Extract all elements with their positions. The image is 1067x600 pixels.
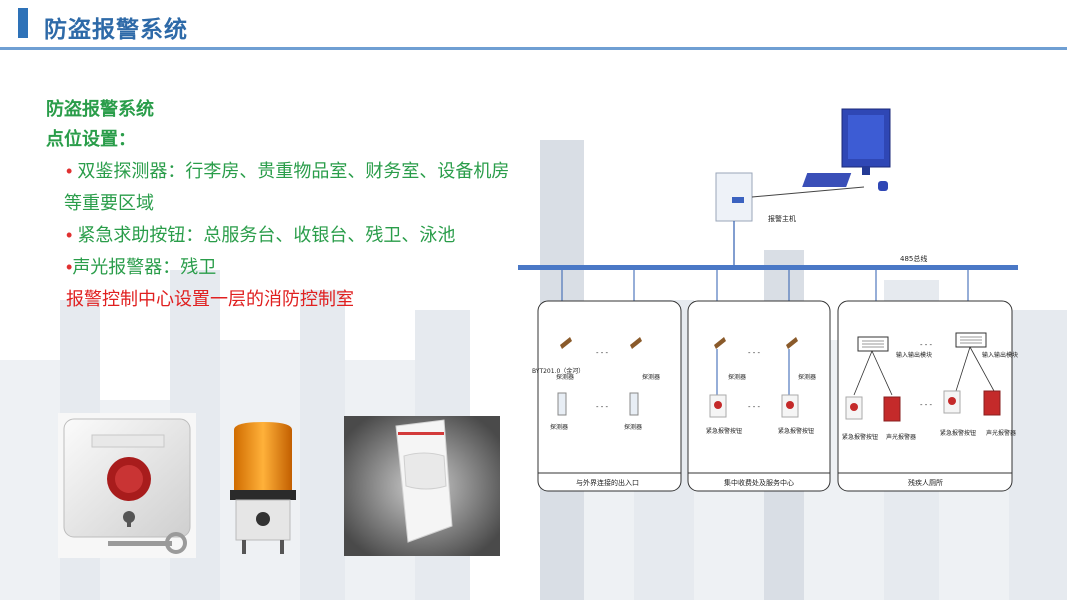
computer-monitor-icon — [802, 108, 891, 191]
dots: - - - — [748, 403, 761, 411]
module-label: 输入输出模块 — [896, 351, 932, 359]
page-title: 防盗报警系统 — [44, 16, 188, 42]
slide-header: 防盗报警系统 — [0, 0, 1067, 52]
dots: - - - — [596, 349, 609, 357]
alarm-host-icon — [715, 172, 865, 222]
detector-label: 探测器 — [728, 373, 746, 381]
dots: - - - — [920, 341, 933, 349]
button-label: 紧急报警按钮 — [706, 427, 742, 435]
content-title: 防盗报警系统 — [46, 99, 154, 119]
zone-box — [537, 300, 682, 492]
bullet: • — [66, 257, 73, 277]
detector-label: 探测器 — [798, 373, 816, 381]
unit-label: 探测器 — [550, 423, 568, 431]
zone-box — [687, 300, 831, 492]
bus-label: 485总线 — [900, 254, 927, 263]
button-label: 紧急报警按钮 — [940, 429, 976, 437]
list-item: • 双鉴探测器：行李房、贵重物品室、财务室、设备机房 — [46, 155, 546, 187]
list-item-text: 声光报警器：残卫 — [72, 257, 217, 277]
zone-caption: 残疾人厕所 — [908, 478, 943, 487]
siren-label: 声光报警器 — [886, 433, 916, 441]
host-label: 报警主机 — [768, 214, 796, 223]
emergency-button-photo — [58, 413, 196, 558]
header-accent-bar — [18, 8, 28, 38]
module-label: 输入输出模块 — [982, 351, 1018, 359]
system-diagram: 报警主机 485总线 - - - 探测器 探测器 BYT201.0（金河） - … — [512, 105, 1027, 502]
detector-label: 探测器 — [642, 373, 660, 381]
list-item: •声光报警器：残卫 — [46, 251, 546, 283]
button-label: 紧急报警按钮 — [778, 427, 814, 435]
strobe-siren-photo — [222, 418, 304, 560]
bus-line — [518, 265, 1018, 270]
list-item: • 紧急求助按钮：总服务台、收银台、残卫、泳池 — [46, 219, 546, 251]
dots: - - - — [748, 349, 761, 357]
detector-label: 探测器 — [556, 373, 574, 381]
zone-caption: 与外界连接的出入口 — [576, 478, 639, 487]
zone-caption: 集中收费处及服务中心 — [724, 478, 794, 487]
dots: - - - — [920, 401, 933, 409]
dual-detector-photo — [344, 416, 500, 556]
list-item-text: 紧急求助按钮：总服务台、收银台、残卫、泳池 — [77, 225, 456, 245]
list-item-text: 等重要区域 — [64, 193, 154, 213]
bullet: • — [66, 225, 73, 245]
content-subtitle: 点位设置： — [46, 129, 136, 149]
module-label: BYT201.0（金河） — [532, 367, 584, 375]
list-item: 等重要区域 — [46, 187, 546, 219]
siren-label: 声光报警器 — [986, 429, 1016, 437]
content-text: 防盗报警系统 点位设置： • 双鉴探测器：行李房、贵重物品室、财务室、设备机房 … — [46, 95, 546, 315]
unit-label: 探测器 — [624, 423, 642, 431]
list-item-text: 双鉴探测器：行李房、贵重物品室、财务室、设备机房 — [77, 161, 510, 181]
dots: - - - — [596, 403, 609, 411]
button-label: 紧急报警按钮 — [842, 433, 878, 441]
control-center-note: 报警控制中心设置一层的消防控制室 — [66, 289, 354, 309]
header-divider — [0, 47, 1067, 50]
bullet: • — [66, 161, 73, 181]
